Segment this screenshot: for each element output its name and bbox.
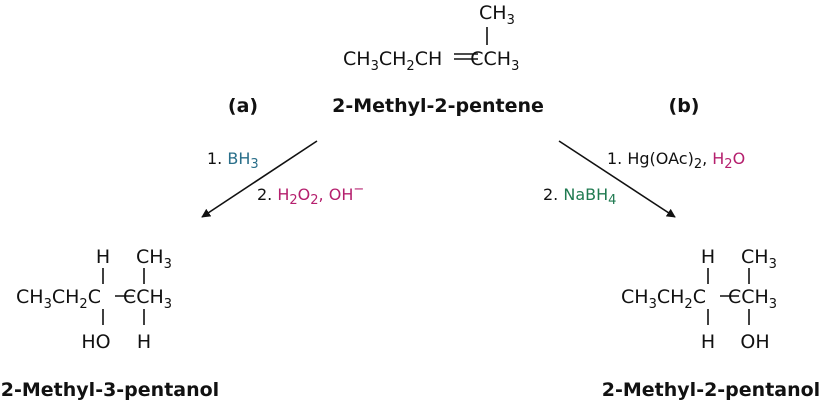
product-b-h-bottom: H	[701, 331, 715, 353]
route-a-step-2: 2. H2O2, OH−	[257, 182, 364, 208]
product-a-name: 2-Methyl-3-pentanol	[1, 379, 219, 401]
route-a-label: (a)	[228, 95, 258, 117]
product-b-methyl: CH3	[741, 246, 777, 272]
starting-material-name: 2-Methyl-2-pentene	[332, 95, 544, 117]
route-a-step-1: 1. BH3	[207, 149, 259, 172]
product-b-h-top: H	[701, 246, 715, 268]
route-b-step-2: 2. NaBH4	[543, 185, 616, 208]
product-a-h-bottom: H	[137, 331, 151, 353]
methyl-group: CH3	[479, 2, 515, 28]
product-a-h-top: H	[96, 246, 110, 268]
product-b-name: 2-Methyl-2-pentanol	[602, 379, 820, 401]
product-a-ho: HO	[81, 331, 110, 353]
route-b-label: (b)	[669, 95, 700, 117]
product-b-oh: OH	[740, 331, 769, 353]
product-a-methyl: CH3	[136, 246, 172, 272]
arrow-route-a	[201, 140, 318, 218]
route-b-step-1: 1. Hg(OAc)2, H2O	[607, 149, 745, 172]
arrow-route-b	[558, 140, 676, 218]
